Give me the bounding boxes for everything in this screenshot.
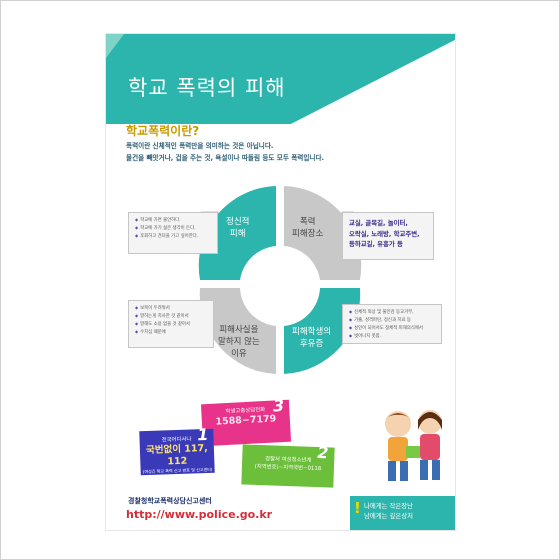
segment-label-place: 폭력 피해장소 (292, 217, 324, 239)
hotline-card-nationwide: 전국어디서나 국번없이 117, 112 (여성긴 학교 폭력 신고 번호 및 … (139, 425, 215, 476)
center-name: 경찰청학교폭력상담신고센터 (128, 497, 212, 505)
question-heading: 학교폭력이란? (126, 124, 200, 138)
page-title: 학교 폭력의 피해 (128, 76, 286, 100)
ring-center (243, 247, 317, 321)
slogan-text: 나에게는 작은장난 남에게는 깊은상처 (364, 502, 414, 520)
definition-line: 폭력이란 신체적인 폭력만을 의미하는 것은 아닙니다. (126, 142, 274, 150)
exclamation-icon: ! (354, 499, 361, 517)
quadrant-place (284, 186, 362, 280)
hotline-card-counsel: 학생고충상담전화 1588−7179 3 (200, 396, 292, 447)
definition-text: 폭력이란 신체적인 폭력만을 의미하는 것은 아닙니다. 물건을 빼앗거나, 겁… (126, 140, 324, 164)
segment-label-reason: 피해사실을 말하지 않는 이유 (218, 325, 260, 359)
children-illustration (385, 410, 442, 481)
quadrant-reason (199, 288, 276, 374)
hotline-card-police-station: 경찰서 여성청소년계 (지역번호)−지역국번−0118 2 (241, 443, 335, 488)
info-box-reason: 보복이 두려워서 말하는게 치사한 것 같아서 말해도 소용 없을 것 같아서 … (128, 300, 214, 348)
definition-line: 물건을 빼앗거나, 겁을 주는 것, 욕설이나 따돌림 등도 모두 폭력입니다. (126, 154, 325, 162)
header-banner (106, 34, 455, 124)
quadrant-mental (198, 186, 276, 280)
quadrant-aftermath (284, 288, 361, 374)
info-box-mental: 학교에 가면 불안하다. 학교에 가기 싫은 생각이 든다. 후회하고 견뎌을 … (128, 212, 218, 254)
slogan-band (350, 496, 455, 530)
segment-label-mental: 정신적 피해 (226, 217, 250, 239)
segment-label-aftermath: 피해학생의 후유증 (292, 327, 332, 349)
website-link[interactable]: http://www.police.go.kr (126, 508, 273, 521)
damage-ring-chart (198, 186, 362, 374)
poster: 학교 폭력의 피해 학교폭력이란? 폭력이란 신체적인 폭력만을 의미하는 것은… (106, 34, 455, 530)
info-box-aftermath: 신체적 외상 및 불안감 등교거부, 가출, 성격파탄, 정신과 치료 등 성인… (342, 304, 442, 344)
info-box-place: 교실, 골목길, 놀이터, 오락실, 노래방, 학교주변, 등하교길, 유흥가 … (342, 212, 434, 260)
